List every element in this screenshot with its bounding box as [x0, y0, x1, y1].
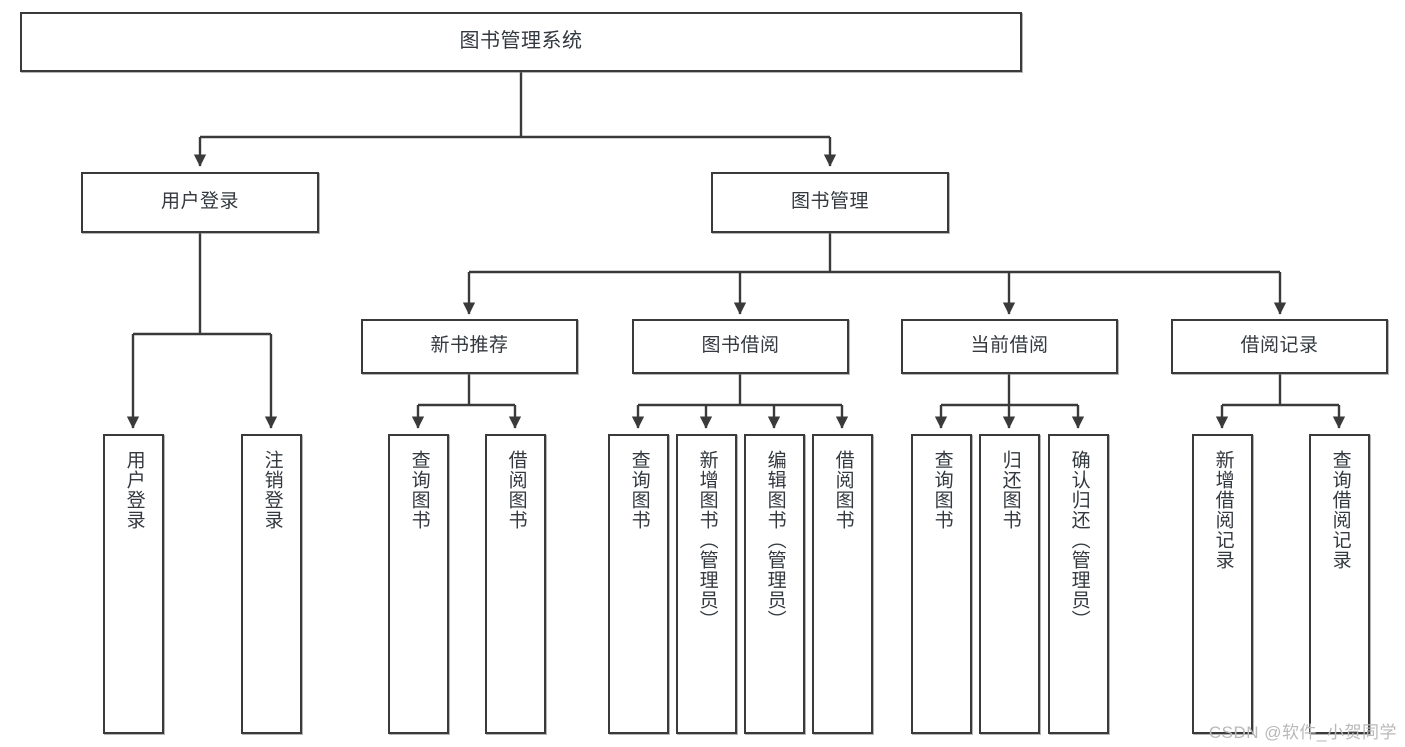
node-label: 图书管理系统 — [459, 30, 583, 53]
node-label: 用户登录 — [160, 191, 239, 213]
node-leaf-query-book-3[interactable]: 查询图书 — [911, 434, 972, 734]
node-book-borrow[interactable]: 图书借阅 — [632, 319, 849, 374]
node-label: 借阅图书 — [505, 450, 527, 530]
node-label: 新增图书（管理员） — [696, 450, 718, 630]
node-leaf-edit-book[interactable]: 编辑图书（管理员） — [744, 434, 805, 734]
node-label: 借阅记录 — [1240, 335, 1319, 357]
node-leaf-query-book-2[interactable]: 查询图书 — [608, 434, 669, 734]
node-leaf-user-login[interactable]: 用户登录 — [103, 434, 164, 734]
node-label: 新书推荐 — [430, 335, 509, 357]
node-leaf-query-book-1[interactable]: 查询图书 — [388, 434, 449, 734]
node-leaf-add-book[interactable]: 新增图书（管理员） — [676, 434, 737, 734]
node-leaf-return-book[interactable]: 归还图书 — [979, 434, 1040, 734]
node-leaf-confirm-return[interactable]: 确认归还（管理员） — [1048, 434, 1109, 734]
node-label: 用户登录 — [123, 450, 145, 530]
node-label: 查询图书 — [628, 450, 650, 530]
node-book-management[interactable]: 图书管理 — [711, 172, 949, 233]
node-label: 借阅图书 — [832, 450, 854, 530]
node-label: 注销登录 — [261, 450, 283, 530]
node-label: 当前借阅 — [970, 335, 1049, 357]
node-label: 确认归还（管理员） — [1068, 450, 1090, 630]
node-borrow-record[interactable]: 借阅记录 — [1171, 319, 1388, 374]
node-leaf-borrow-book-2[interactable]: 借阅图书 — [812, 434, 873, 734]
node-label: 编辑图书（管理员） — [764, 450, 786, 630]
node-label: 图书管理 — [790, 191, 869, 213]
node-label: 新增借阅记录 — [1212, 450, 1234, 570]
node-label: 查询图书 — [931, 450, 953, 530]
node-leaf-borrow-book-1[interactable]: 借阅图书 — [485, 434, 546, 734]
node-root-book-management-system[interactable]: 图书管理系统 — [20, 12, 1022, 72]
node-label: 查询借阅记录 — [1329, 450, 1351, 570]
node-label: 图书借阅 — [701, 335, 780, 357]
node-user-login[interactable]: 用户登录 — [81, 172, 319, 233]
node-leaf-query-record[interactable]: 查询借阅记录 — [1309, 434, 1370, 734]
node-leaf-add-record[interactable]: 新增借阅记录 — [1192, 434, 1253, 734]
node-current-borrow[interactable]: 当前借阅 — [901, 319, 1118, 374]
node-new-book-recommend[interactable]: 新书推荐 — [361, 319, 578, 374]
node-label: 归还图书 — [999, 450, 1021, 530]
node-leaf-logout-login[interactable]: 注销登录 — [241, 434, 302, 734]
node-label: 查询图书 — [408, 450, 430, 530]
